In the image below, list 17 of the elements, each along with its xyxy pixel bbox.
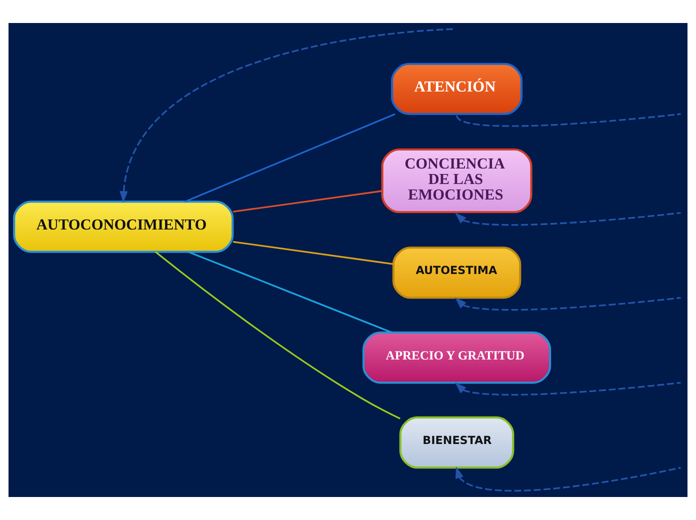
connector bbox=[188, 251, 392, 334]
node-box: APRECIO Y GRATITUD bbox=[362, 332, 552, 384]
arrow bbox=[454, 212, 681, 226]
connector bbox=[184, 113, 396, 202]
connector bbox=[232, 190, 382, 213]
connector bbox=[456, 113, 681, 127]
arrow bbox=[454, 296, 681, 311]
node-box: AUTOESTIMA bbox=[392, 246, 522, 299]
node-box: BIENESTAR bbox=[399, 416, 514, 469]
connector bbox=[155, 251, 400, 420]
node-box: AUTOCONOCIMIENTO bbox=[13, 200, 234, 253]
connector bbox=[232, 240, 394, 265]
arrow bbox=[454, 382, 681, 396]
arrow bbox=[456, 466, 681, 492]
node-box: ATENCIÓN bbox=[391, 62, 523, 116]
node-box: CONCIENCIA DE LAS EMOCIONES bbox=[381, 148, 532, 214]
arrow bbox=[120, 28, 456, 203]
